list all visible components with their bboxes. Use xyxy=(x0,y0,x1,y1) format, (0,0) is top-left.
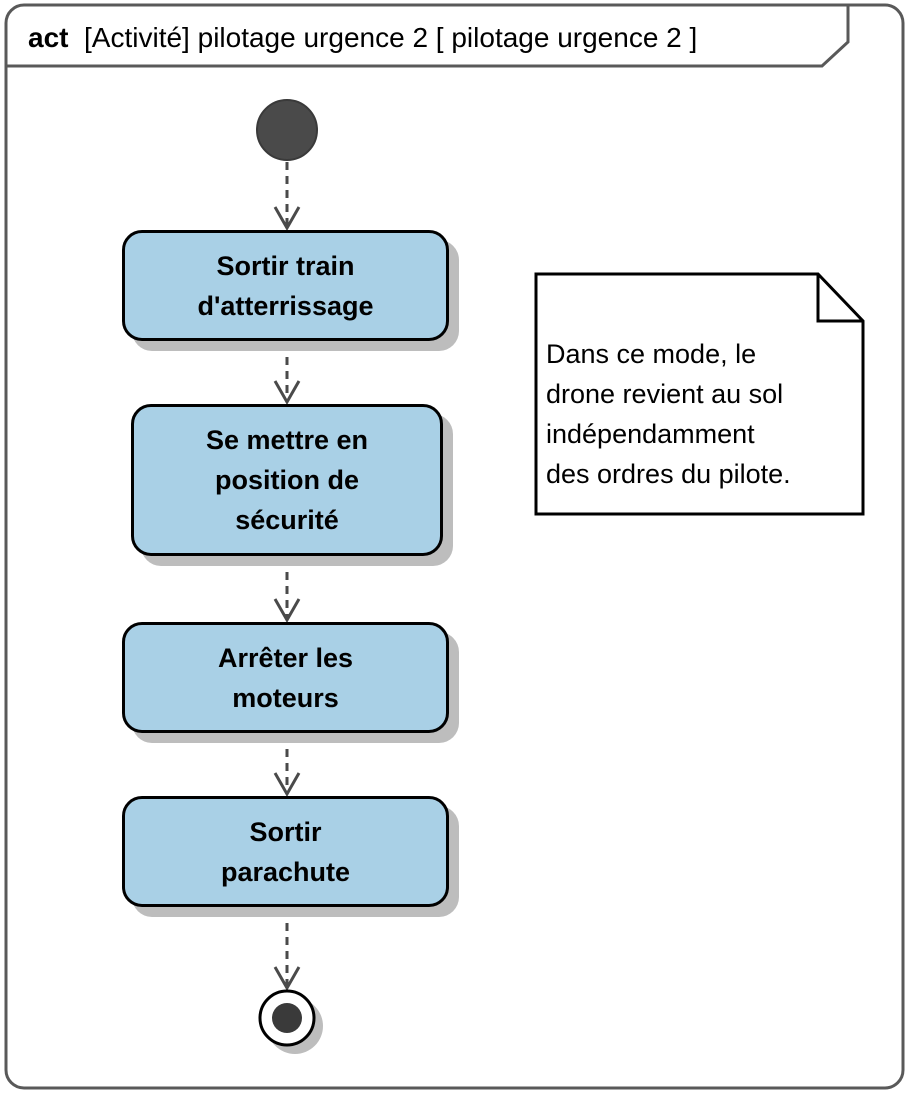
frame-name-tab xyxy=(6,5,850,68)
frame-title-text: [Activité] pilotage urgence 2 [ pilotage… xyxy=(84,22,698,53)
control-flow-action-2-to-action-3 xyxy=(273,558,301,624)
action-arreter-moteurs: Arrêter les moteurs xyxy=(122,622,449,733)
note-corner-fold xyxy=(816,274,863,323)
action-sortir-train: Sortir train d'atterrissage xyxy=(122,230,449,341)
action-position-securite: Se mettre en position de sécurité xyxy=(131,404,443,556)
control-flow-initial-to-action-1 xyxy=(273,162,301,232)
action-label: Se mettre en position de sécurité xyxy=(205,425,369,535)
control-flow-action-4-to-final xyxy=(273,909,301,992)
control-flow-action-1-to-action-2 xyxy=(273,343,301,406)
action-label: Sortir train d'atterrissage xyxy=(197,250,374,321)
initial-node xyxy=(256,99,318,161)
action-sortir-parachute: Sortir parachute xyxy=(122,796,449,907)
frame-title: act [Activité] pilotage urgence 2 [ pilo… xyxy=(28,18,697,58)
action-label: Sortir parachute xyxy=(220,816,351,887)
action-label: Arrêter les moteurs xyxy=(217,642,354,713)
note-text: Dans ce mode, le drone revient au sol in… xyxy=(546,339,791,489)
final-node xyxy=(258,989,323,1054)
control-flow-action-3-to-action-4 xyxy=(273,735,301,798)
frame-keyword: act xyxy=(28,22,69,53)
note xyxy=(534,272,865,516)
note-body xyxy=(534,272,865,516)
